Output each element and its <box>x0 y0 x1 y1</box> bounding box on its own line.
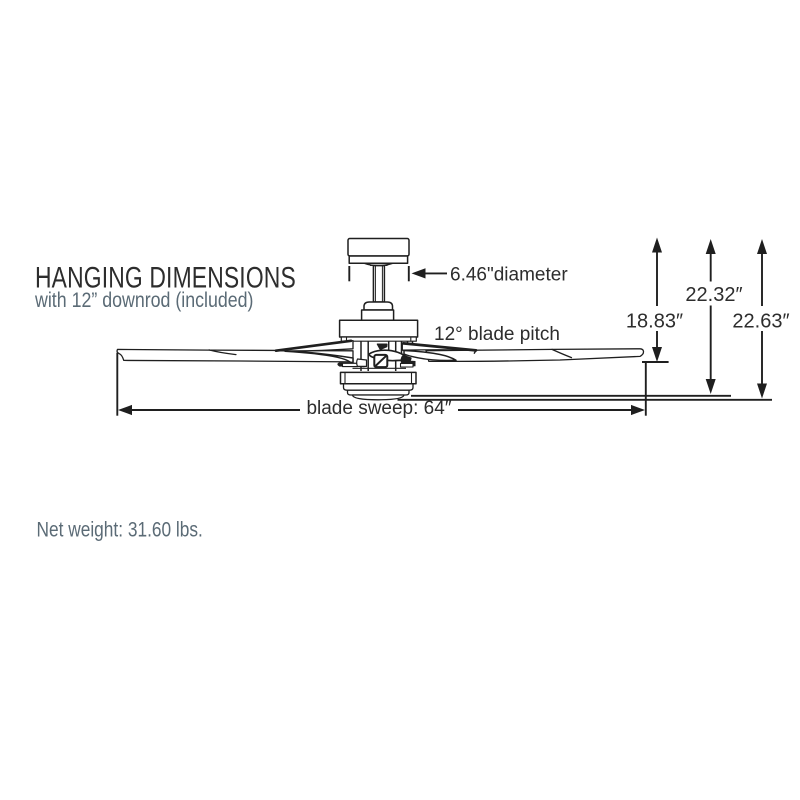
svg-text:Net weight: 31.60 lbs.: Net weight: 31.60 lbs. <box>37 519 203 542</box>
svg-text:6.46"diameter: 6.46"diameter <box>450 265 568 286</box>
svg-text:blade sweep: 64″: blade sweep: 64″ <box>306 398 451 419</box>
svg-text:HANGING DIMENSIONS: HANGING DIMENSIONS <box>35 261 296 295</box>
svg-text:18.83″: 18.83″ <box>626 311 683 333</box>
svg-text:22.32″: 22.32″ <box>685 284 742 306</box>
svg-text:22.63″: 22.63″ <box>732 311 789 333</box>
svg-text:with 12” downrod (included): with 12” downrod (included) <box>34 288 253 312</box>
svg-text:12° blade pitch: 12° blade pitch <box>434 324 560 345</box>
